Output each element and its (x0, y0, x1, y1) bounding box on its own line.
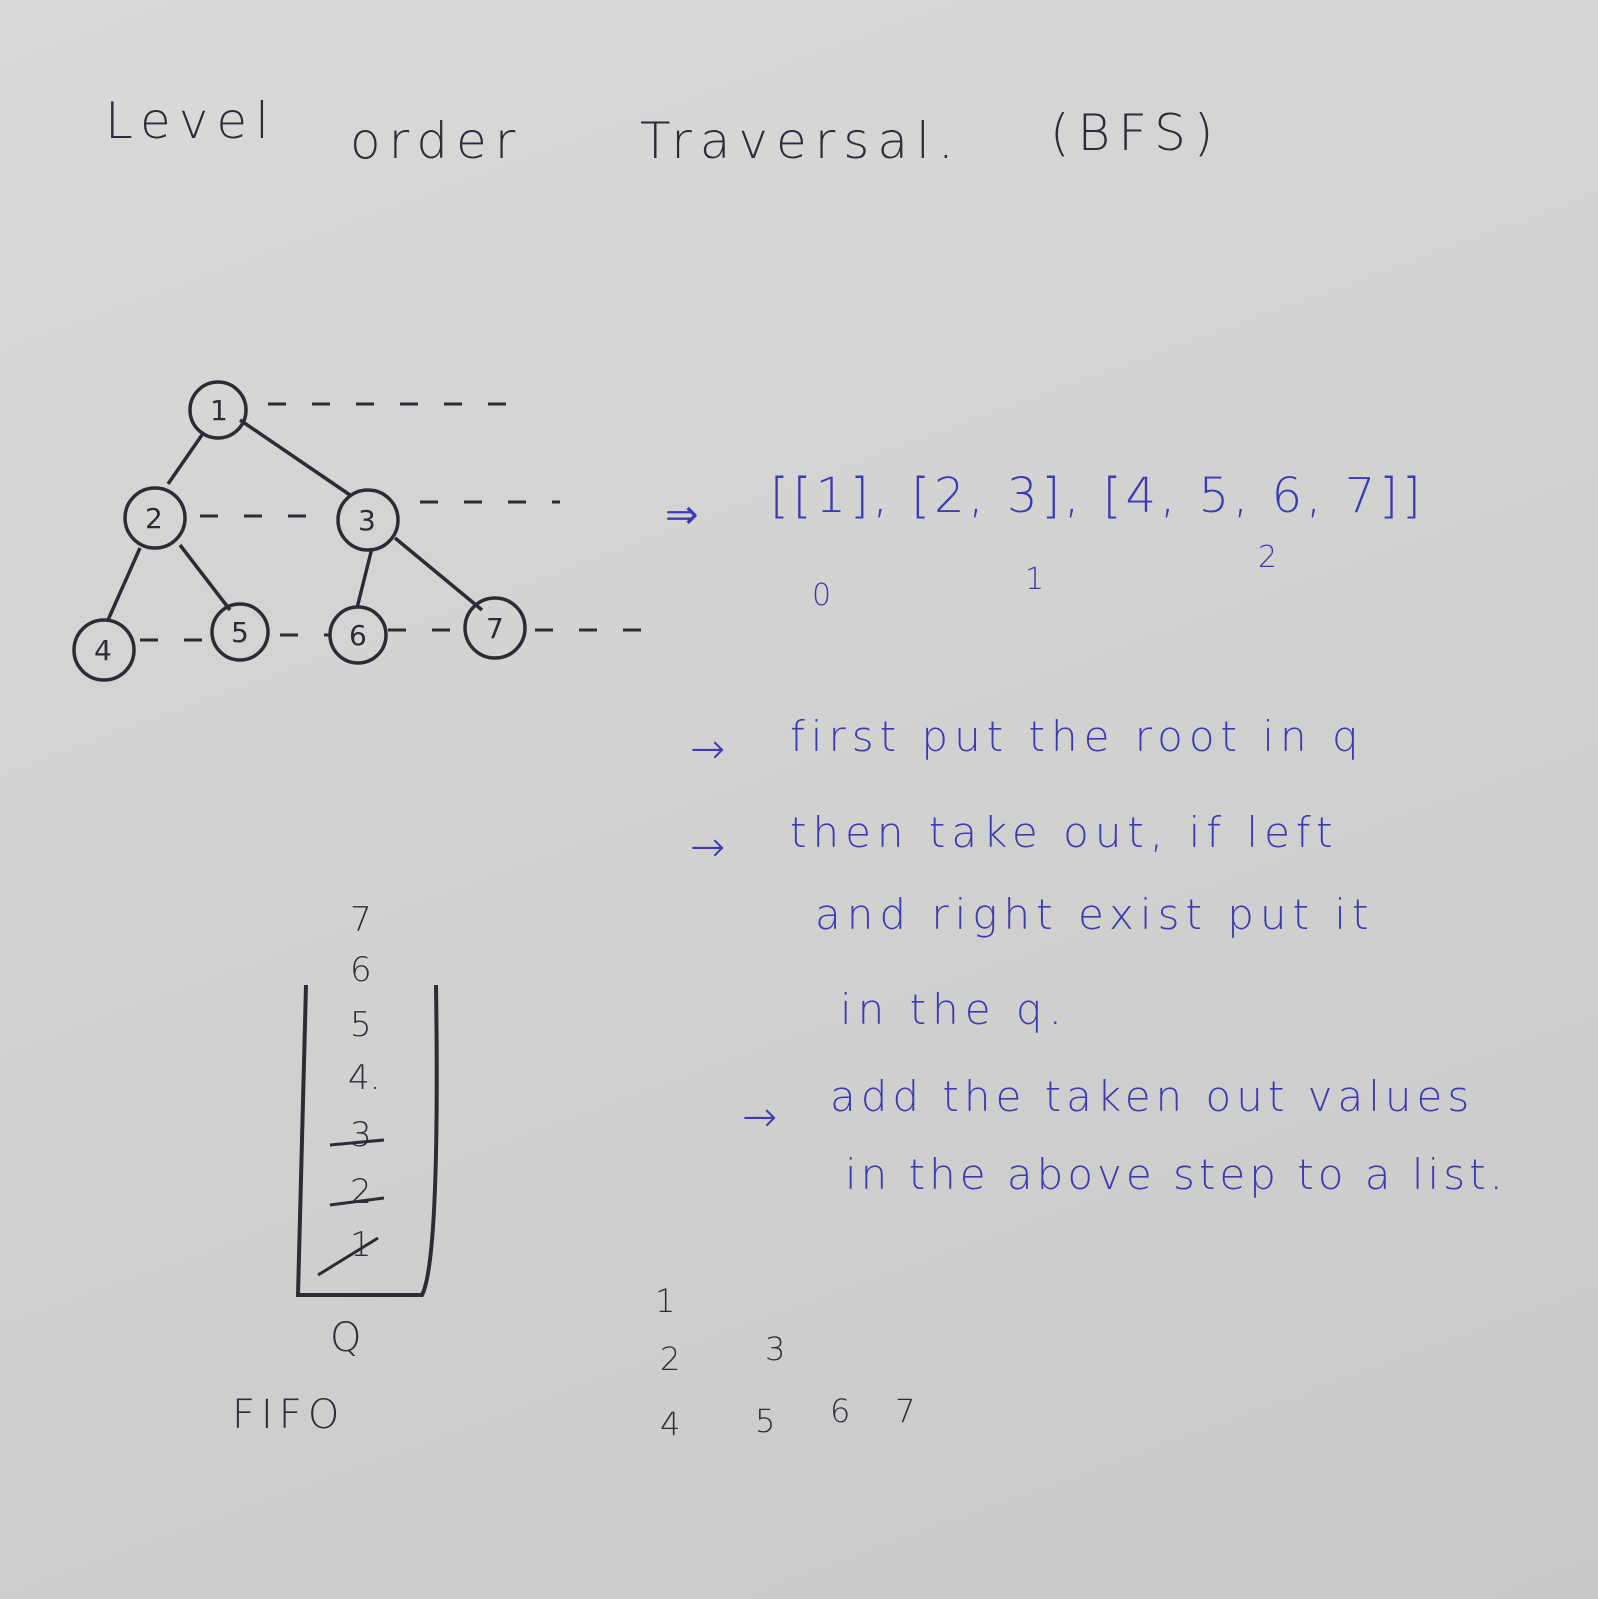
queue-item-6: 6 (350, 950, 372, 990)
queue-label: Q (330, 1315, 362, 1361)
step-2-line-1: then take out, if left (790, 808, 1339, 857)
queue-item-7: 7 (350, 900, 372, 940)
title-word-traversal: Traversal. (640, 112, 962, 170)
level-row-2-value-0: 4 (660, 1405, 691, 1443)
title-word-order: order (350, 112, 524, 170)
result-index-2: 2 (1258, 540, 1288, 575)
tree-node-2: 2 (123, 486, 187, 550)
tree-node-7: 7 (463, 596, 527, 660)
step-3-line-1: add the taken out values (830, 1072, 1475, 1121)
queue-strike-2 (329, 1196, 385, 1207)
step-3-arrow: → (742, 1092, 784, 1141)
edge-2-4 (106, 547, 142, 621)
tree-node-4: 4 (72, 618, 136, 682)
result-index-1: 1 (1025, 562, 1055, 597)
result-index-0: 0 (812, 578, 842, 613)
tree-node-1: 1 (188, 380, 248, 440)
step-1-arrow: → (690, 724, 732, 773)
edge-1-2 (166, 431, 206, 485)
queue-box (295, 984, 439, 1297)
svg-text:5: 5 (231, 616, 249, 649)
queue-strike-3 (329, 1138, 385, 1147)
result-list: [[1], [2, 3], [4, 5, 6, 7]] (770, 468, 1425, 524)
title-word-level: Level (105, 92, 277, 150)
tree-node-5: 5 (210, 602, 270, 662)
edge-3-7 (393, 536, 484, 612)
svg-text:3: 3 (358, 504, 376, 537)
queue-item-3: 3 (350, 1115, 372, 1155)
tree-node-6: 6 (328, 605, 388, 665)
step-2-line-3: in the q. (840, 985, 1068, 1034)
level-row-2-value-3: 7 (895, 1392, 926, 1430)
queue-item-4: 4. (348, 1058, 381, 1098)
queue-item-2: 2 (350, 1172, 372, 1212)
title-bfs: (BFS) (1050, 104, 1222, 162)
step-2-line-2: and right exist put it (815, 890, 1375, 939)
level-row-0-value-0: 1 (655, 1282, 686, 1320)
edge-3-6 (355, 547, 374, 609)
step-2-arrow: → (690, 822, 732, 871)
svg-text:1: 1 (210, 394, 228, 427)
level-row-1-value-0: 2 (660, 1340, 691, 1378)
level-row-2-value-1: 5 (755, 1402, 786, 1440)
edge-2-5 (178, 543, 232, 612)
queue-item-5: 5 (350, 1005, 372, 1045)
step-1-line-1: first put the root in q (790, 712, 1365, 761)
queue-item-1: 1 (350, 1225, 372, 1265)
queue-caption: FIFO (232, 1392, 346, 1438)
queue-strike-1 (317, 1236, 379, 1277)
level-row-2-value-2: 6 (830, 1392, 861, 1430)
edge-1-3 (239, 418, 351, 497)
svg-text:2: 2 (145, 502, 163, 535)
svg-text:7: 7 (486, 612, 504, 645)
result-arrow: ⇒ (665, 492, 705, 538)
level-row-1-value-1: 3 (765, 1330, 796, 1368)
svg-text:4: 4 (94, 634, 112, 667)
svg-text:6: 6 (349, 619, 367, 652)
step-3-line-2: in the above step to a list. (845, 1150, 1507, 1199)
tree-node-3: 3 (336, 488, 400, 552)
